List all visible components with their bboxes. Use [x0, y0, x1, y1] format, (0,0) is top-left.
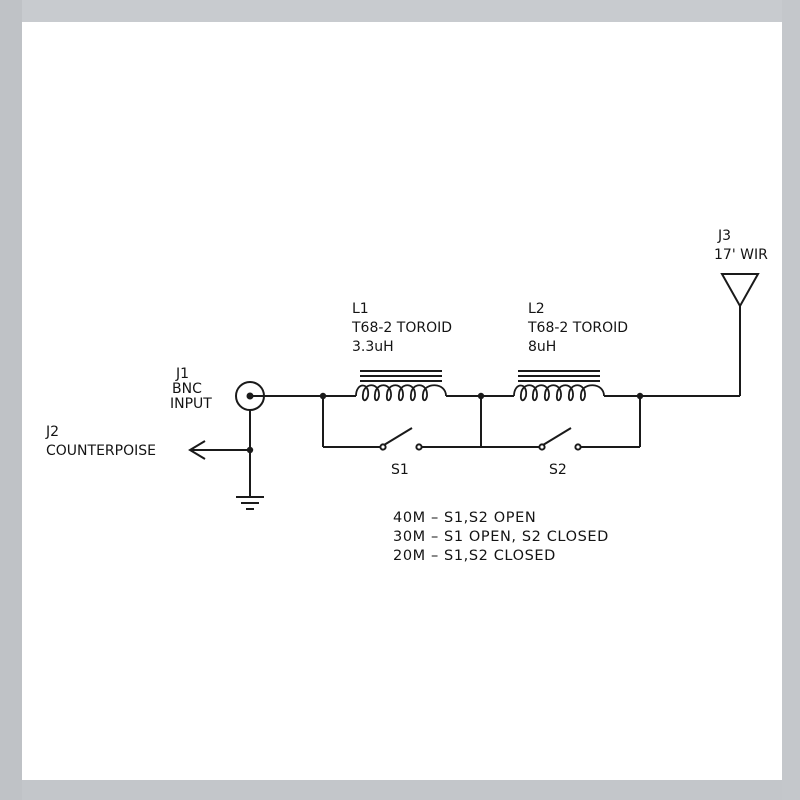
s2-label: S2 — [549, 462, 567, 478]
j1-input-label: INPUT — [170, 396, 212, 412]
s1-switch — [323, 427, 481, 451]
l1-inductor — [355, 370, 447, 402]
schematic-sheet: J1 BNC INPUT J2 COUNTERPOISE L1 T68-2 TO… — [22, 22, 782, 780]
j2-counterpoise-arrow — [188, 440, 250, 460]
l2-inductor — [513, 370, 605, 402]
j1-type-label: BNC — [172, 381, 202, 397]
s1-label: S1 — [391, 462, 409, 478]
j3-antenna-symbol — [720, 273, 760, 396]
l1-core-label: T68-2 TOROID — [351, 320, 452, 336]
l1-value-label: 3.3uH — [352, 339, 394, 355]
l1-ref-label: L1 — [352, 301, 369, 317]
ground-symbol — [236, 496, 264, 510]
j3-wire-label: 17' WIR — [714, 247, 768, 263]
band-table-row: 30M – S1 OPEN, S2 CLOSED — [393, 529, 609, 545]
j2-counterpoise-label: COUNTERPOISE — [46, 443, 156, 459]
j2-ref-label: J2 — [45, 424, 59, 440]
j3-ref-label: J3 — [717, 228, 731, 244]
schematic-diagram: J1 BNC INPUT J2 COUNTERPOISE L1 T68-2 TO… — [45, 228, 768, 564]
j1-bnc-connector — [235, 381, 268, 411]
l2-value-label: 8uH — [528, 339, 556, 355]
s2-switch — [481, 427, 640, 451]
band-table-row: 40M – S1,S2 OPEN — [393, 510, 536, 526]
l2-core-label: T68-2 TOROID — [527, 320, 628, 336]
band-table-row: 20M – S1,S2 CLOSED — [393, 548, 556, 564]
l2-ref-label: L2 — [528, 301, 545, 317]
j1-ref-label: J1 — [175, 366, 189, 382]
band-table: 40M – S1,S2 OPEN 30M – S1 OPEN, S2 CLOSE… — [393, 510, 609, 564]
